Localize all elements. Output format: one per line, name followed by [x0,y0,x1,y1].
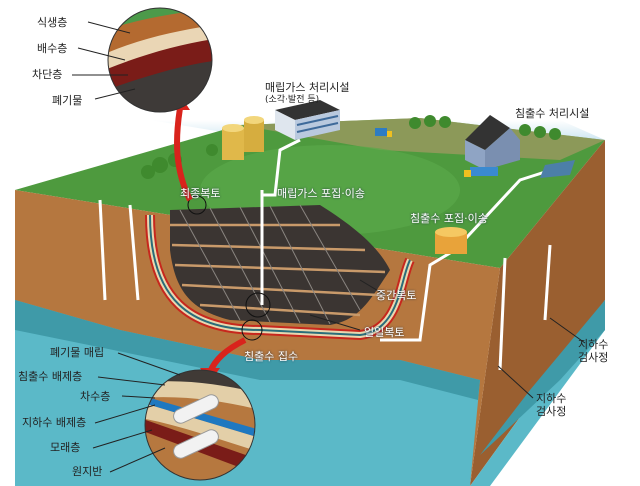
label-gas-facility: 매립가스 처리시설 [265,81,350,94]
label-sand-layer: 모래층 [50,441,81,454]
label-daily-cover: 일일복토 [364,326,405,339]
label-drainage-layer: 배수층 [37,42,68,55]
label-waste-landfill: 폐기물 매립 [50,346,105,359]
cover-layers-inset [108,8,212,112]
label-monitoring-well-front: 지하수 검사정 [536,392,567,418]
gas-tanks [222,116,264,160]
label-gas-collection: 매립가스 포집·이송 [277,187,365,200]
label-leachate-collection-transfer: 침출수 포집·이송 [410,212,488,225]
label-groundwater-drainage-layer: 지하수 배제층 [22,416,87,429]
label-final-cover: 최종복토 [180,187,221,200]
arrow-up-icon [174,107,193,202]
label-leachate-collection: 침출수 집수 [244,350,299,363]
waste-cell [170,205,390,325]
leachate-tank [435,227,467,254]
gas-facility-building [275,100,340,140]
label-monitoring-well-right: 지하수 검사정 [578,338,609,364]
label-vegetation-layer: 식생층 [37,16,68,29]
trucks [375,128,498,177]
right-face [470,140,605,486]
label-barrier-layer: 차단층 [32,68,63,81]
label-intermediate-cover: 중간복토 [376,289,417,302]
liner-layers-inset [145,370,255,480]
label-waste: 폐기물 [52,94,83,107]
final-cover-callout [187,195,207,215]
leachate-facility-building [465,115,575,178]
label-leachate-drainage-layer: 침출수 배제층 [18,370,83,383]
label-native-ground: 원지반 [72,465,103,478]
label-gas-facility-sub: (소각·발전 등) [265,95,320,105]
label-leachate-facility: 침출수 처리시설 [515,107,590,120]
label-impermeable-layer: 차수층 [80,390,111,403]
